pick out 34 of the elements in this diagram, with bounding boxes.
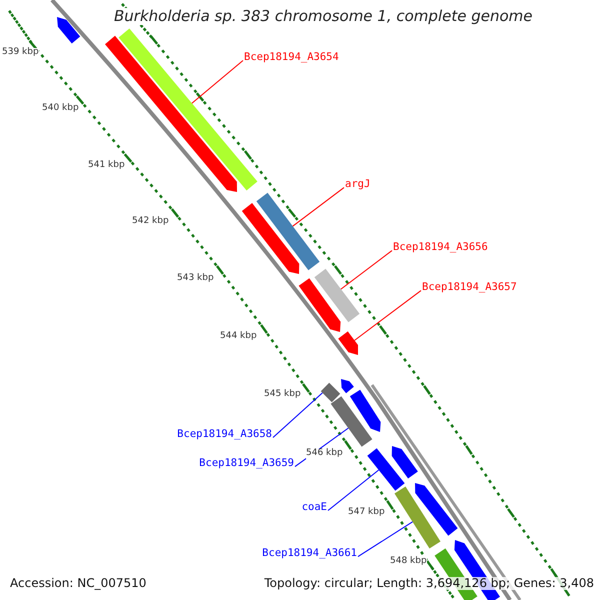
scale-label: 543 kbp [177,274,214,284]
scale-label: 542 kbp [132,217,169,227]
gene-label: Bcep18194_A3657 [422,282,517,294]
gene-bar [338,331,358,355]
gene-label: argJ [345,179,370,191]
gene-label: Bcep18194_A3656 [393,242,488,254]
leader-line [292,187,344,227]
gene-label: Bcep18194_A3659 [199,458,294,470]
leader-line [328,469,380,512]
gene-label: Bcep18194_A3654 [244,52,339,64]
gene-bar [394,486,440,548]
leader-line [340,250,392,290]
scale-label: 544 kbp [220,332,257,342]
scale-label: 539 kbp [2,48,39,58]
gene-label: coaE [302,502,327,514]
gene-bar [320,382,340,402]
gene-label: Bcep18194_A3661 [262,548,357,560]
gene-bar [256,192,320,270]
scale-label: 541 kbp [88,161,125,171]
map-title: Burkholderia sp. 383 chromosome 1, complete genome [112,8,534,24]
leader-line [354,290,422,341]
gene-label: Bcep18194_A3658 [177,429,272,441]
leader-line [272,392,323,438]
scale-label: 548 kbp [390,557,427,567]
scale-label: 546 kbp [306,449,343,459]
scale-label: 547 kbp [348,508,385,518]
gene-bar [330,396,372,447]
accession-text: Accession: NC_007510 [10,577,146,590]
leader-line [191,60,244,104]
gene-bar [367,448,405,491]
scale-label: 545 kbp [264,390,301,400]
topology-text: Topology: circular; Length: 3,694,126 bp; Genes: 3,408 [264,577,594,590]
scale-label: 540 kbp [42,104,79,114]
gene-bar [314,268,360,322]
